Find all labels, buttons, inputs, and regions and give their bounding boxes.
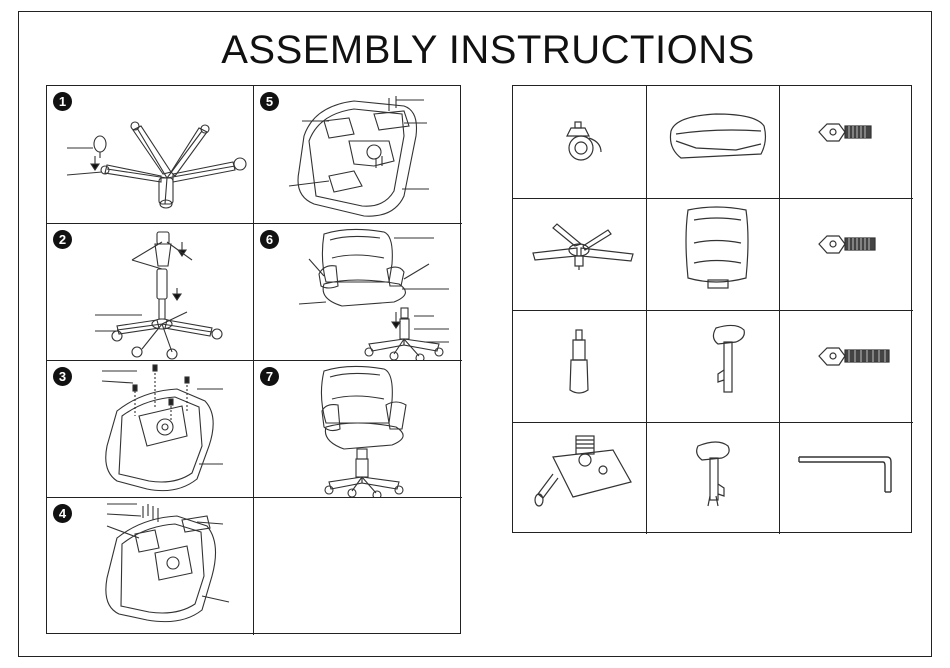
part-cell xyxy=(779,310,913,422)
step-2-panel: 2 xyxy=(47,224,253,360)
short-bolt-icon xyxy=(779,86,913,198)
assembled-chair-icon xyxy=(254,361,462,497)
long-bolt-icon xyxy=(779,310,913,422)
tilt-mechanism-icon xyxy=(513,422,646,534)
part-cell xyxy=(646,86,779,198)
step-5-panel: 5 xyxy=(254,86,462,223)
part-cell xyxy=(646,422,779,534)
gas-lift-base-icon xyxy=(47,224,253,360)
part-cell xyxy=(513,310,646,422)
medium-bolt-icon xyxy=(779,198,913,310)
step-1-panel: 1 xyxy=(47,86,253,223)
chair-mount-on-base-icon xyxy=(254,224,462,360)
hex-key-icon xyxy=(779,422,913,534)
part-cell xyxy=(513,198,646,310)
page-title: ASSEMBLY INSTRUCTIONS xyxy=(0,28,950,73)
step-4-panel: 4 xyxy=(47,498,253,635)
seat-bottom-mechanism-icon xyxy=(47,361,253,497)
part-cell xyxy=(646,198,779,310)
step-6-panel: 6 xyxy=(254,224,462,360)
seat-bottom-armrest-icon xyxy=(47,498,253,635)
step-3-panel: 3 xyxy=(47,361,253,497)
backrest-icon xyxy=(646,198,779,310)
seat-cushion-icon xyxy=(646,86,779,198)
seat-bottom-backrest-bracket-icon xyxy=(254,86,462,223)
empty-panel xyxy=(254,498,462,635)
parts-grid xyxy=(512,85,912,533)
part-cell xyxy=(779,86,913,198)
caster-wheel-icon xyxy=(513,86,646,198)
part-cell xyxy=(779,422,913,534)
armrest-left-icon xyxy=(646,310,779,422)
part-cell xyxy=(779,198,913,310)
step-7-panel: 7 xyxy=(254,361,462,497)
steps-grid: 1 5 xyxy=(46,85,461,634)
star-base-icon xyxy=(513,198,646,310)
armrest-right-icon xyxy=(646,422,779,534)
part-cell xyxy=(646,310,779,422)
part-cell xyxy=(513,86,646,198)
base-caster-assembly-icon xyxy=(47,86,253,223)
part-cell xyxy=(513,422,646,534)
gas-cylinder-icon xyxy=(513,310,646,422)
